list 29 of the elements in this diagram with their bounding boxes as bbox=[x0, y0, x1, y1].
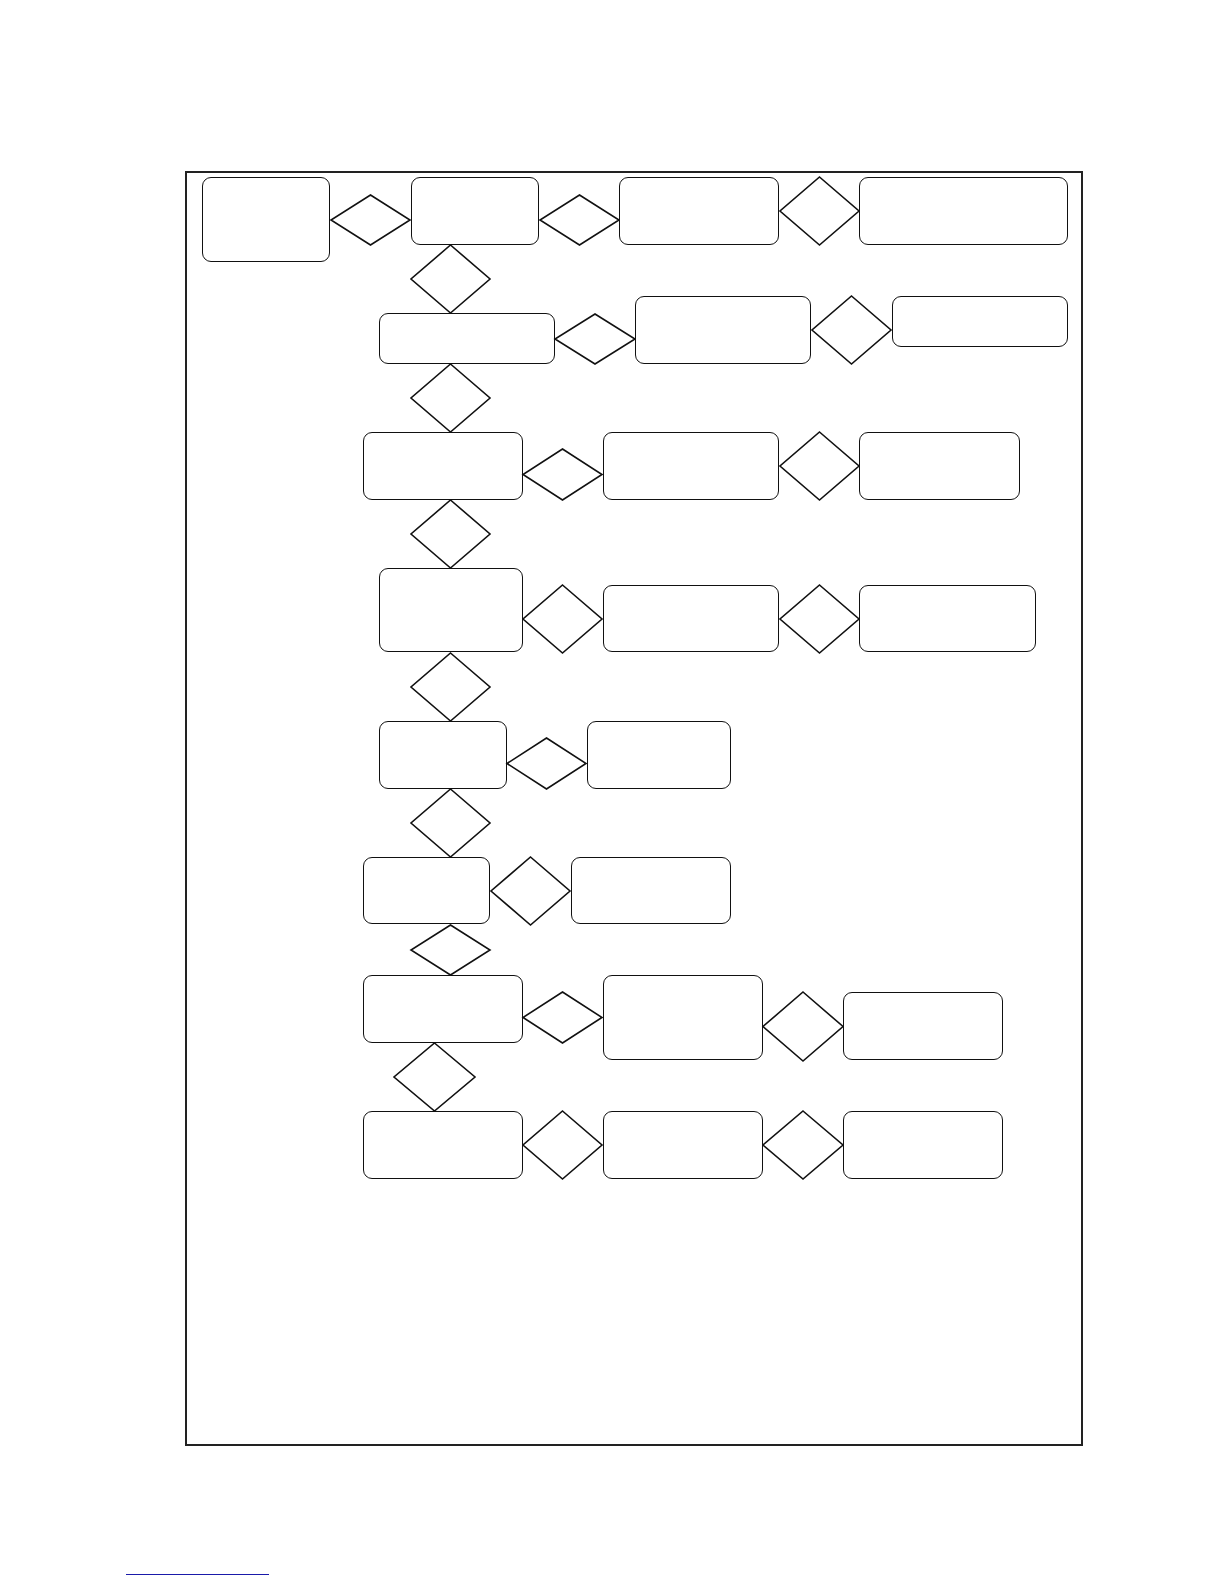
decision-diamond bbox=[780, 585, 859, 653]
process-box bbox=[859, 585, 1036, 652]
decision-diamond bbox=[507, 738, 586, 789]
decision-diamond bbox=[763, 1111, 843, 1179]
process-box bbox=[603, 1111, 763, 1179]
decision-diamond bbox=[780, 432, 859, 500]
decision-diamond bbox=[812, 296, 891, 364]
decision-diamond bbox=[523, 992, 602, 1043]
process-box bbox=[892, 296, 1068, 347]
decision-diamond bbox=[540, 195, 619, 245]
process-box bbox=[843, 992, 1003, 1060]
decision-diamond bbox=[523, 449, 602, 500]
process-box bbox=[843, 1111, 1003, 1179]
process-box bbox=[859, 432, 1020, 500]
decision-diamond bbox=[523, 585, 602, 653]
decision-diamond bbox=[763, 992, 843, 1061]
decision-diamond bbox=[411, 245, 490, 313]
process-box bbox=[363, 857, 490, 924]
decision-diamond bbox=[523, 1111, 602, 1179]
decision-diamond bbox=[411, 789, 490, 857]
process-box bbox=[571, 857, 731, 924]
decision-diamond bbox=[555, 314, 635, 364]
decision-diamond bbox=[491, 857, 570, 925]
decision-diamond bbox=[780, 177, 859, 245]
process-box bbox=[379, 721, 507, 789]
decision-diamond bbox=[331, 195, 410, 245]
process-box bbox=[603, 585, 779, 652]
process-box bbox=[363, 1111, 523, 1179]
decision-diamond bbox=[394, 1043, 475, 1111]
